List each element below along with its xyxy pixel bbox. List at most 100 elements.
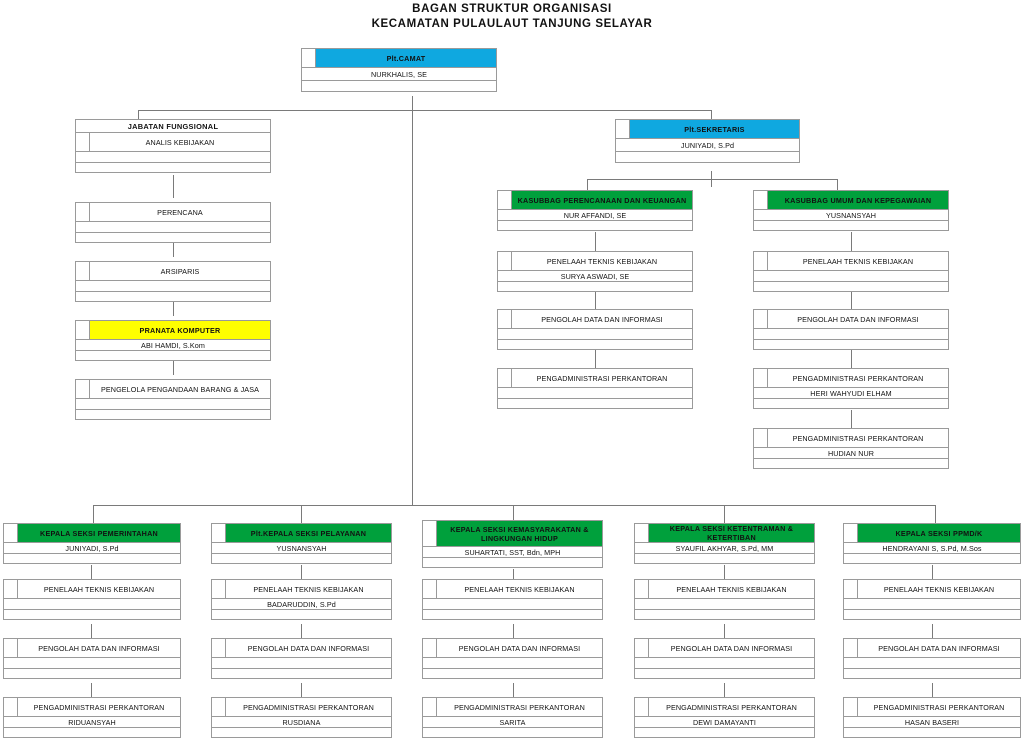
node-umum-penelaah-name: [754, 271, 948, 281]
node-seksi-2-child-2-title-row: PENGOLAH DATA DAN INFORMASI: [211, 638, 392, 657]
connector-seksi-1-1-2: [91, 624, 92, 638]
node-seksi-2-head[interactable]: Plt.KEPALA SEKSI PELAYANAN YUSNANSYAH: [211, 523, 392, 564]
node-arsiparis[interactable]: ARSIPARIS: [75, 261, 271, 302]
node-pranata-komputer[interactable]: PRANATA KOMPUTER ABI HAMDI, S.Kom: [75, 320, 271, 361]
node-umum-pengolah[interactable]: PENGOLAH DATA DAN INFORMASI: [753, 309, 949, 350]
node-seksi-3-child-3[interactable]: PENGADMINISTRASI PERKANTORAN SARITA: [422, 697, 603, 738]
node-perencana[interactable]: PERENCANA: [75, 202, 271, 243]
node-kasubbag-umum-kepegawaian[interactable]: KASUBBAG UMUM DAN KEPEGAWAIAN YUSNANSYAH: [753, 190, 949, 231]
node-seksi-3-child-1-extra: [423, 610, 602, 619]
node-stub: [498, 191, 512, 209]
node-umum-pengadministrasi-2[interactable]: PENGADMINISTRASI PERKANTORAN HUDIAN NUR: [753, 428, 949, 469]
node-seksi-3-child-1-title-row: PENELAAH TEKNIS KEBIJAKAN: [422, 579, 603, 598]
node-pengelola-pengandaan-title: PENGELOLA PENGANDAAN BARANG & JASA: [90, 380, 270, 398]
node-jabatan-fungsional-title: JABATAN FUNGSIONAL: [76, 120, 270, 132]
node-pranata-komputer-name: ABI HAMDI, S.Kom: [141, 340, 205, 350]
node-seksi-5-child-2-title: PENGOLAH DATA DAN INFORMASI: [858, 639, 1020, 657]
node-seksi-5-child-3[interactable]: PENGADMINISTRASI PERKANTORAN HASAN BASER…: [843, 697, 1021, 738]
node-seksi-1-child-2[interactable]: PENGOLAH DATA DAN INFORMASI: [3, 638, 181, 679]
node-pengelola-pengandaan-extra: [76, 410, 270, 419]
node-seksi-5-head[interactable]: KEPALA SEKSI PPMD/K HENDRAYANI S, S.Pd, …: [843, 523, 1021, 564]
node-seksi-4-child-2-extra-row: [634, 668, 815, 679]
node-umum-pengadministrasi-1-name: HERI WAHYUDI ELHAM: [810, 388, 892, 398]
connector-seksi-3-1-2: [513, 624, 514, 638]
node-seksi-1-head[interactable]: KEPALA SEKSI PEMERINTAHAN JUNIYADI, S.Pd: [3, 523, 181, 564]
node-jabatan-fungsional-header-row: JABATAN FUNGSIONAL: [75, 119, 271, 132]
node-pengelola-pengandaan[interactable]: PENGELOLA PENGANDAAN BARANG & JASA: [75, 379, 271, 420]
node-keuangan-penelaah[interactable]: PENELAAH TEKNIS KEBIJAKAN SURYA ASWADI, …: [497, 251, 693, 292]
node-seksi-2-child-2[interactable]: PENGOLAH DATA DAN INFORMASI: [211, 638, 392, 679]
node-seksi-3-child-2[interactable]: PENGOLAH DATA DAN INFORMASI: [422, 638, 603, 679]
node-umum-pengadministrasi-2-extra-row: [753, 458, 949, 469]
node-pranata-komputer-name-row: ABI HAMDI, S.Kom: [75, 339, 271, 350]
node-keuangan-pengadministrasi-extra-row: [497, 398, 693, 409]
node-seksi-4-head-name: SYAUFIL AKHYAR, S.Pd, MM: [675, 543, 774, 553]
node-keuangan-pengolah-extra-row: [497, 339, 693, 350]
node-seksi-5-child-1-name-row: [843, 598, 1021, 609]
node-seksi-4-head[interactable]: KEPALA SEKSI KETENTRAMAN & KETERTIBAN SY…: [634, 523, 815, 564]
node-seksi-1-child-2-extra: [4, 669, 180, 678]
connector-seksi-2-0-1: [301, 565, 302, 579]
connector-keuangan-2-3: [595, 349, 596, 368]
node-umum-pengadministrasi-1[interactable]: PENGADMINISTRASI PERKANTORAN HERI WAHYUD…: [753, 368, 949, 409]
node-keuangan-pengolah-name: [498, 329, 692, 339]
connector-level1-horizontal: [138, 110, 712, 111]
node-arsiparis-name-row: [75, 280, 271, 291]
node-seksi-2-child-2-extra: [212, 669, 391, 678]
node-seksi-2-child-3[interactable]: PENGADMINISTRASI PERKANTORAN RUSDIANA: [211, 697, 392, 738]
node-camat[interactable]: Plt.CAMAT NURKHALIS, SE: [301, 48, 497, 92]
node-seksi-1-child-3-title: PENGADMINISTRASI PERKANTORAN: [18, 698, 180, 716]
node-seksi-1-head-title: KEPALA SEKSI PEMERINTAHAN: [18, 524, 180, 542]
node-seksi-3-child-2-title-row: PENGOLAH DATA DAN INFORMASI: [422, 638, 603, 657]
node-kasubbag-umum-extra: [754, 221, 948, 230]
node-stub: [76, 262, 90, 280]
node-sekretaris-title-row: Plt.SEKRETARIS: [615, 119, 800, 138]
node-seksi-5-head-extra-row: [843, 553, 1021, 564]
node-keuangan-pengadministrasi-title-row: PENGADMINISTRASI PERKANTORAN: [497, 368, 693, 387]
connector-seksi-5-0-1: [932, 565, 933, 579]
node-jabatan-fungsional[interactable]: JABATAN FUNGSIONAL ANALIS KEBIJAKAN: [75, 119, 271, 173]
node-keuangan-pengadministrasi[interactable]: PENGADMINISTRASI PERKANTORAN: [497, 368, 693, 409]
title-line-1: BAGAN STRUKTUR ORGANISASI: [412, 3, 612, 15]
connector-to-kasubbag-umum: [837, 179, 838, 190]
node-seksi-5-child-2[interactable]: PENGOLAH DATA DAN INFORMASI: [843, 638, 1021, 679]
node-seksi-3-head[interactable]: KEPALA SEKSI KEMASYARAKATAN & LINGKUNGAN…: [422, 520, 603, 568]
node-seksi-2-child-1-extra: [212, 610, 391, 619]
node-seksi-2-child-1[interactable]: PENELAAH TEKNIS KEBIJAKAN BADARUDDIN, S.…: [211, 579, 392, 620]
connector-fungsional-4-5: [173, 352, 174, 375]
connector-seksi-horizontal: [93, 505, 935, 506]
node-kasubbag-umum-name-row: YUSNANSYAH: [753, 209, 949, 220]
node-seksi-4-child-1[interactable]: PENELAAH TEKNIS KEBIJAKAN: [634, 579, 815, 620]
node-seksi-4-child-2[interactable]: PENGOLAH DATA DAN INFORMASI: [634, 638, 815, 679]
node-keuangan-pengolah[interactable]: PENGOLAH DATA DAN INFORMASI: [497, 309, 693, 350]
node-seksi-2-head-extra: [212, 554, 391, 563]
node-seksi-1-child-3[interactable]: PENGADMINISTRASI PERKANTORAN RIDUANSYAH: [3, 697, 181, 738]
node-umum-pengolah-extra-row: [753, 339, 949, 350]
node-seksi-1-child-1-extra: [4, 610, 180, 619]
node-pranata-komputer-extra: [76, 351, 270, 360]
node-seksi-4-head-extra-row: [634, 553, 815, 564]
node-stub: [498, 310, 512, 328]
node-stub: [76, 380, 90, 398]
node-seksi-4-child-3[interactable]: PENGADMINISTRASI PERKANTORAN DEWI DAMAYA…: [634, 697, 815, 738]
node-kasubbag-perencanaan-keuangan[interactable]: KASUBBAG PERENCANAAN DAN KEUANGAN NUR AF…: [497, 190, 693, 231]
node-sekretaris[interactable]: Plt.SEKRETARIS JUNIYADI, S.Pd: [615, 119, 800, 163]
node-seksi-1-child-1[interactable]: PENELAAH TEKNIS KEBIJAKAN: [3, 579, 181, 620]
node-analis-kebijakan-title: ANALIS KEBIJAKAN: [90, 133, 270, 151]
node-analis-kebijakan-extra: [76, 163, 270, 172]
page-title: BAGAN STRUKTUR ORGANISASI KECAMATAN PULA…: [0, 2, 1024, 32]
node-seksi-5-head-extra: [844, 554, 1020, 563]
node-seksi-4-child-1-extra-row: [634, 609, 815, 620]
node-seksi-3-head-name-row: SUHARTATI, SST, Bdn, MPH: [422, 546, 603, 557]
node-umum-penelaah[interactable]: PENELAAH TEKNIS KEBIJAKAN: [753, 251, 949, 292]
node-stub: [635, 580, 649, 598]
node-seksi-5-child-1[interactable]: PENELAAH TEKNIS KEBIJAKAN: [843, 579, 1021, 620]
connector-umum-1-2: [851, 291, 852, 309]
node-perencana-name: [76, 222, 270, 232]
node-umum-pengadministrasi-2-title-row: PENGADMINISTRASI PERKANTORAN: [753, 428, 949, 447]
node-seksi-3-child-1[interactable]: PENELAAH TEKNIS KEBIJAKAN: [422, 579, 603, 620]
node-seksi-5-child-3-name-row: HASAN BASERI: [843, 716, 1021, 727]
node-seksi-4-child-2-title: PENGOLAH DATA DAN INFORMASI: [649, 639, 814, 657]
node-seksi-1-child-2-title: PENGOLAH DATA DAN INFORMASI: [18, 639, 180, 657]
node-umum-pengolah-extra: [754, 340, 948, 349]
